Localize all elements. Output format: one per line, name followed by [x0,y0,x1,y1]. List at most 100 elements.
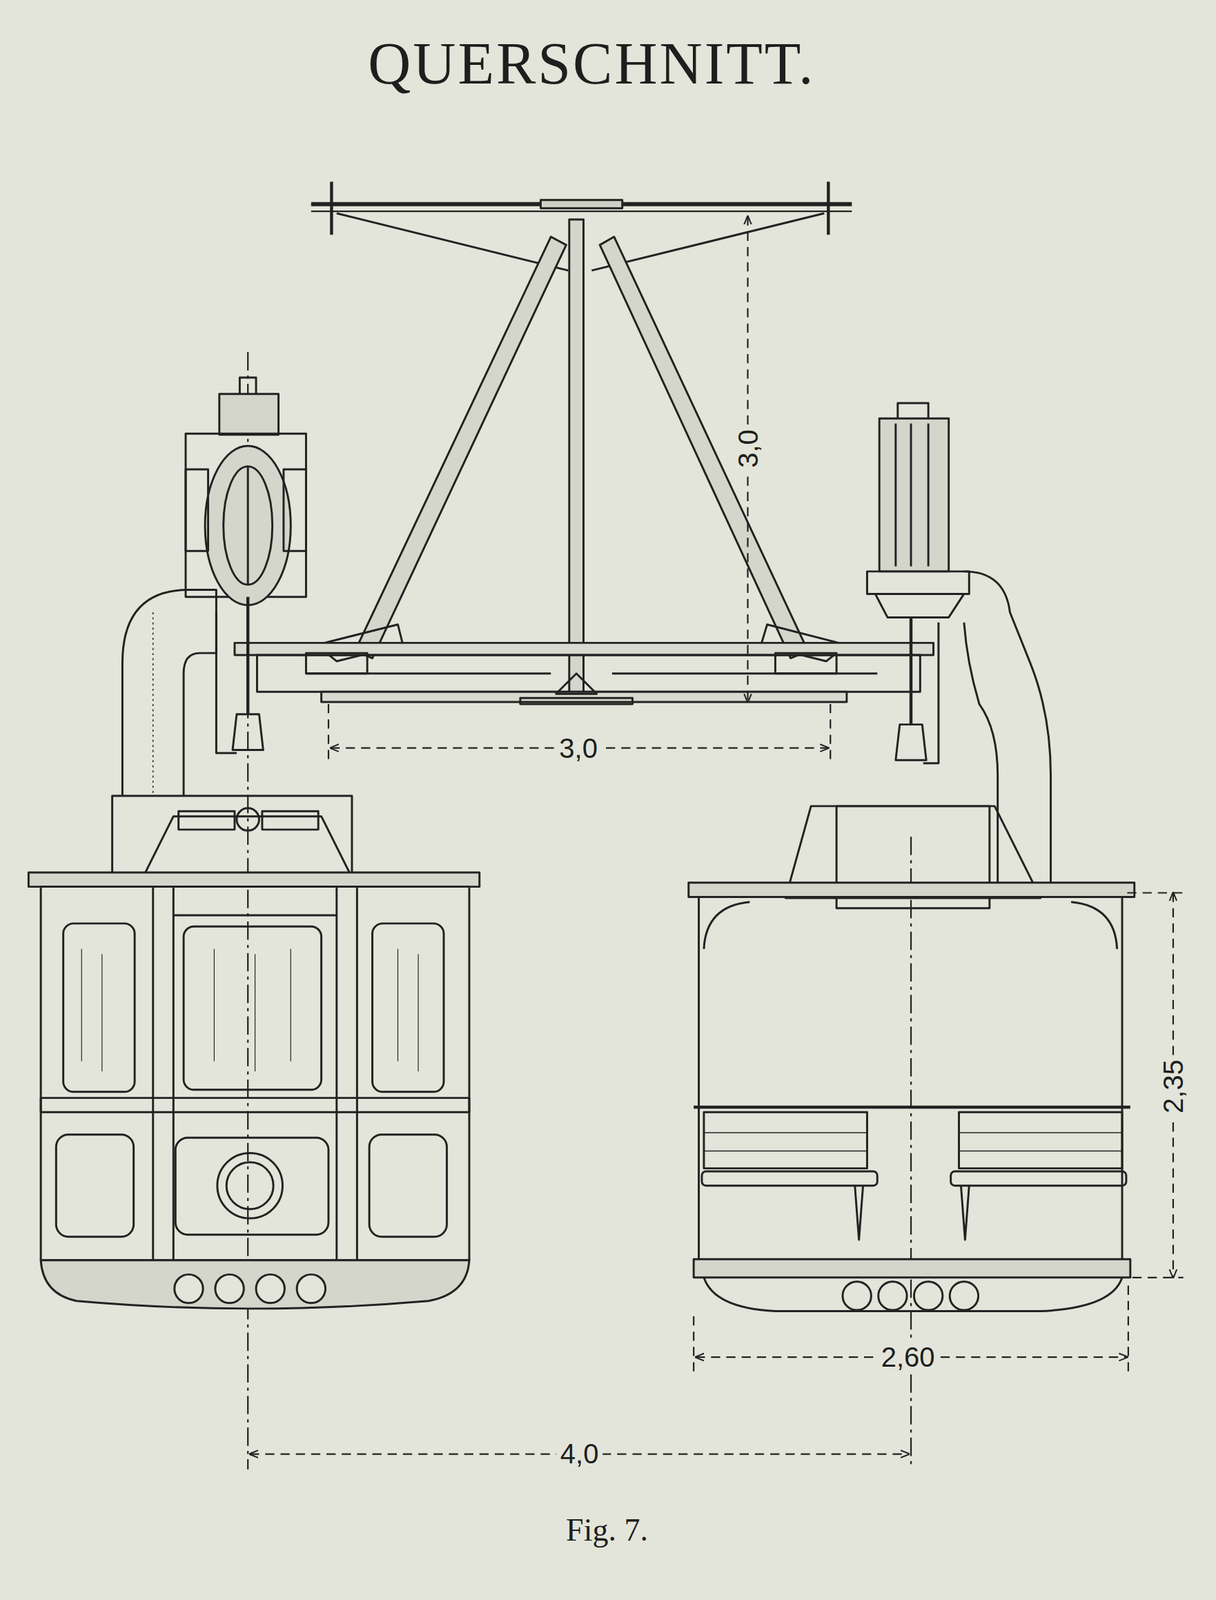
right-car-section [703,1277,1123,1312]
left-bogie [219,394,279,435]
support-frame [599,236,809,658]
left-car-exterior [213,948,215,1062]
right-car-section [693,1105,1131,1109]
dimension-label: 3,0 [554,732,602,764]
left-car-exterior [397,948,399,1062]
right-car-section [855,1185,864,1240]
left-car-exterior [296,1273,326,1303]
left-car-exterior [81,948,83,1062]
right-car-section [1121,896,1124,1265]
title: QUERSCHNITT. [367,33,816,94]
left-bogie [246,596,250,715]
right-car-section [958,1131,1123,1133]
right-bogie [875,593,965,617]
right-car-section [949,1281,978,1310]
left-car-exterior [28,795,479,1309]
support-frame [234,181,934,704]
right-car-section [697,896,700,1265]
right-car-section [688,806,1135,1312]
left-car-exterior [356,886,359,1261]
left-car-exterior [55,1134,134,1237]
dimension-line [327,703,330,760]
left-car-exterior [226,1162,274,1210]
right-car-section [703,1131,868,1133]
left-car-exterior [81,948,419,1072]
left-car-exterior [256,1273,285,1303]
left-car-exterior [217,1152,283,1219]
dimension-line [249,216,1184,1454]
right-bogie [879,418,949,572]
left-car-exterior [290,948,292,1062]
dimension-line [1126,891,1183,894]
left-car-exterior [40,886,470,1261]
left-car-exterior [142,816,352,878]
left-car-exterior [28,872,479,887]
right-car-section [842,1281,871,1310]
left-car-exterior [417,953,419,1072]
dimension-line [692,1316,695,1378]
left-car-exterior [236,808,260,831]
right-bogie [909,616,913,724]
right-bogie [895,724,927,761]
right-bogie [866,571,969,595]
left-bogie [283,469,307,551]
right-car-section [878,1281,907,1310]
support-frame [826,181,830,235]
right-car-section [958,1111,1123,1168]
left-bogie [247,466,250,585]
support-frame [329,181,333,235]
caption: Fig. 7. [565,1514,649,1546]
right-bogie [866,403,1051,886]
left-car-exterior [183,926,322,1090]
right-car-section [693,1258,1131,1278]
right-car-section [688,882,1135,898]
left-car-exterior [262,810,319,830]
dimension-label: 2,35 [1158,1055,1189,1118]
left-bogie [204,445,291,606]
left-car-exterior [101,953,103,1072]
support-frame [336,213,569,271]
right-bogie [923,622,939,764]
right-car-section [950,1171,1127,1186]
right-bogie [910,423,913,567]
support-frame [540,200,622,209]
right-car-section [701,1171,878,1186]
support-frame [569,219,584,700]
support-frame [354,236,566,658]
left-car-exterior [63,923,135,1092]
left-car-exterior [172,915,175,1261]
right-car-section [1071,901,1118,949]
left-car-exterior [178,810,235,830]
left-car-exterior [215,1273,244,1303]
right-bogie [894,423,897,567]
left-bogie [185,469,209,551]
right-car-section [960,1185,969,1240]
dimension-line [1132,1276,1184,1279]
support-frame [311,210,852,212]
cross-section-drawing [28,181,1183,1469]
left-bogie [152,612,154,796]
left-car-exterior [40,1260,470,1309]
left-car-exterior [151,886,154,1261]
support-frame [520,697,633,704]
right-bogie [927,423,930,567]
support-frame [305,652,368,674]
dimension-line [829,703,831,760]
right-car-section [703,901,751,949]
dimension-label: 4,0 [556,1438,604,1469]
left-car-exterior [40,1097,470,1113]
left-bogie [122,377,306,796]
dimension-line [1127,1285,1130,1378]
left-car-exterior [174,1273,203,1303]
dimension-label: 3,0 [732,425,764,473]
left-bogie [232,714,263,751]
right-car-section [958,1150,1123,1152]
right-car-section [913,1281,943,1310]
left-car-exterior [173,886,337,916]
right-car-section [703,1111,868,1168]
left-car-exterior [335,915,338,1261]
right-car-section [703,1150,868,1152]
left-bogie [122,589,217,796]
